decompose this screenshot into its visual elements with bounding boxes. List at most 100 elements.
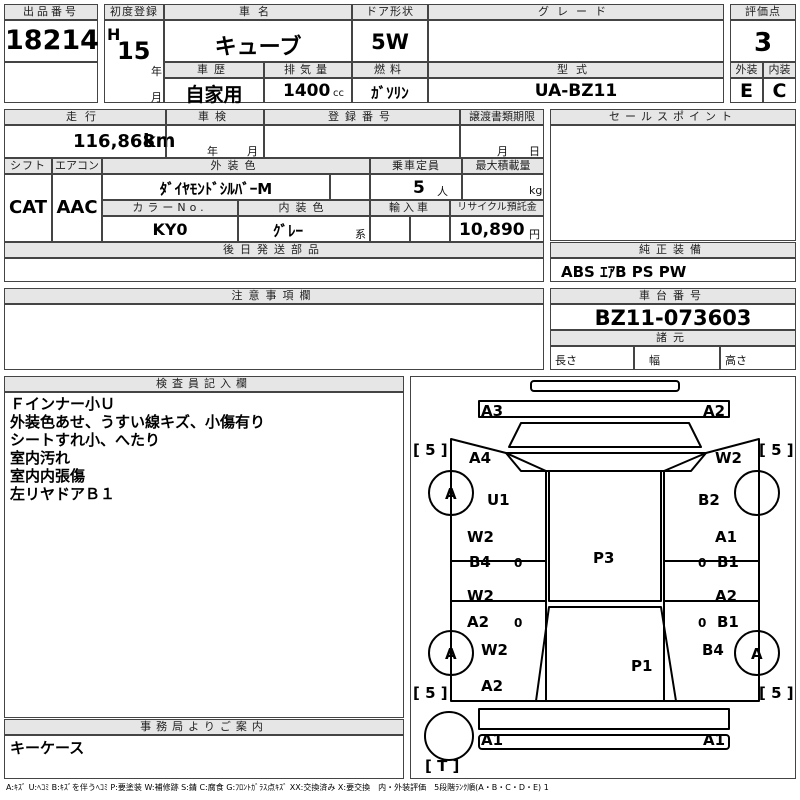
mark-a1: A1 [715, 528, 737, 546]
import-cell-b [410, 216, 450, 242]
ac-cell: AAC [52, 174, 102, 242]
mark-a1: A1 [703, 731, 725, 749]
era: H [107, 25, 121, 44]
later-parts-label: 後日発送部品 [4, 242, 544, 258]
tire-front-left [428, 470, 474, 516]
tire-rl-depth: [ 5 ] [413, 684, 448, 702]
max-load-cell: kg [462, 174, 544, 200]
mark-tire-rr: A [751, 645, 763, 663]
mark-w2: W2 [467, 528, 494, 546]
inspector-line: Ｆインナー小Ｕ [10, 395, 116, 413]
model-label: 型式 [428, 62, 724, 78]
capacity-unit: 人 [437, 185, 448, 198]
mileage-label: 走行 [4, 109, 166, 125]
office-text: キーケース [10, 739, 85, 757]
score-cell: 3 [730, 20, 796, 62]
front-bumper-shape [530, 380, 680, 392]
interior-label: 内装 [763, 62, 796, 78]
mark-b2: B2 [698, 491, 720, 509]
left-front-body [450, 438, 547, 562]
first-reg-cell: H 15 年 月 [104, 20, 164, 104]
car-name-label: 車名 [164, 4, 352, 20]
inspector-label: 検査員記入欄 [4, 376, 404, 392]
inspector-line: 外装色あせ、うすい線キズ、小傷有り [10, 413, 266, 431]
height-label: 高さ [725, 354, 747, 367]
mark-zero: 0 [514, 616, 522, 630]
int-color-label: 内装色 [238, 200, 370, 216]
history-label: 車歴 [164, 62, 264, 78]
notes-cell [4, 304, 544, 370]
mark-zero: 0 [698, 616, 706, 630]
exterior-grade: E [740, 80, 753, 102]
inspector-line: 室内内張傷 [10, 467, 86, 485]
mileage-cell: 116,868 km [4, 125, 175, 158]
tire-fr-depth: [ 5 ] [759, 441, 794, 459]
import-cell-a [370, 216, 410, 242]
history: 自家用 [185, 84, 243, 106]
import-label: 輸入車 [370, 200, 450, 216]
mark-a2: A2 [703, 402, 725, 420]
genuine: ABS ｴｱB PS PW [561, 263, 687, 281]
genuine-label: 純正装備 [550, 242, 796, 258]
inspection-cell: 年 月 [166, 125, 264, 158]
displacement-label: 排気量 [264, 62, 352, 78]
mark-p1: P1 [631, 657, 652, 675]
inspector-notes: Ｆインナー小Ｕ 外装色あせ、うすい線キズ、小傷有り シートすれ小、へたり 室内汚… [4, 392, 404, 718]
shift-cell: CAT [4, 174, 52, 242]
door-cell: 5W [352, 20, 428, 62]
windshield-shape [505, 452, 707, 472]
rear-bumper-shape [478, 734, 730, 750]
inspection-month-unit: 月 [247, 145, 258, 158]
lot-no-blank [4, 62, 98, 103]
displacement-cell: 1400 cc [264, 78, 352, 103]
right-front-body [663, 438, 760, 562]
fuel: ｶﾞｿﾘﾝ [371, 84, 409, 102]
int-color-suffix: 系 [355, 228, 366, 241]
transfer-month-unit: 月 [497, 145, 508, 158]
color-no-cell: KY0 [102, 216, 238, 242]
notes-label: 注意事項欄 [4, 288, 544, 304]
capacity-cell: 5 人 [370, 174, 462, 200]
exterior-cell: E [730, 78, 763, 103]
inspector-line: シートすれ小、へたり [10, 431, 161, 449]
length-cell: 長さ [550, 346, 634, 370]
chassis: BZ11-073603 [594, 306, 752, 330]
mark-w2: W2 [481, 641, 508, 659]
car-name-cell: キューブ [164, 20, 352, 62]
score-label: 評価点 [730, 4, 796, 20]
reg-no-cell [264, 125, 460, 158]
mark-a4: A4 [469, 449, 491, 467]
door: 5W [371, 30, 409, 54]
mileage: 116,868 [73, 131, 155, 152]
mark-b1: B1 [717, 613, 739, 631]
inspection-label: 車検 [166, 109, 264, 125]
mark-b4: B4 [702, 641, 724, 659]
displacement-unit: cc [333, 88, 344, 99]
mark-zero: 0 [514, 556, 522, 570]
genuine-cell: ABS ｴｱB PS PW [550, 258, 796, 282]
transfer-day-unit: 日 [529, 145, 540, 158]
ext-color: ﾀﾞｲﾔﾓﾝﾄﾞｼﾙﾊﾞｰM [159, 180, 273, 198]
width-cell: 幅 [634, 346, 720, 370]
mark-w2: W2 [715, 449, 742, 467]
car-name: キューブ [214, 35, 302, 60]
mark-a2: A2 [467, 613, 489, 631]
lot-no: 18214 [5, 25, 99, 56]
ac: AAC [56, 197, 98, 218]
capacity: 5 [413, 178, 425, 198]
month-unit: 月 [151, 91, 162, 104]
lot-no-label: 出品番号 [4, 4, 98, 20]
front-panel-shape [478, 400, 730, 418]
interior-cell: C [763, 78, 796, 103]
interior-grade: C [772, 80, 787, 102]
hood-shape [508, 422, 702, 448]
model-cell: UA-BZ11 [428, 78, 724, 103]
office-cell: キーケース [4, 735, 404, 779]
year-unit: 年 [151, 65, 162, 78]
max-load-label: 最大積載量 [462, 158, 544, 174]
mark-w2: W2 [467, 587, 494, 605]
length-label: 長さ [555, 354, 577, 367]
chassis-label: 車台番号 [550, 288, 796, 304]
exterior-label: 外装 [730, 62, 763, 78]
score: 3 [753, 28, 773, 58]
